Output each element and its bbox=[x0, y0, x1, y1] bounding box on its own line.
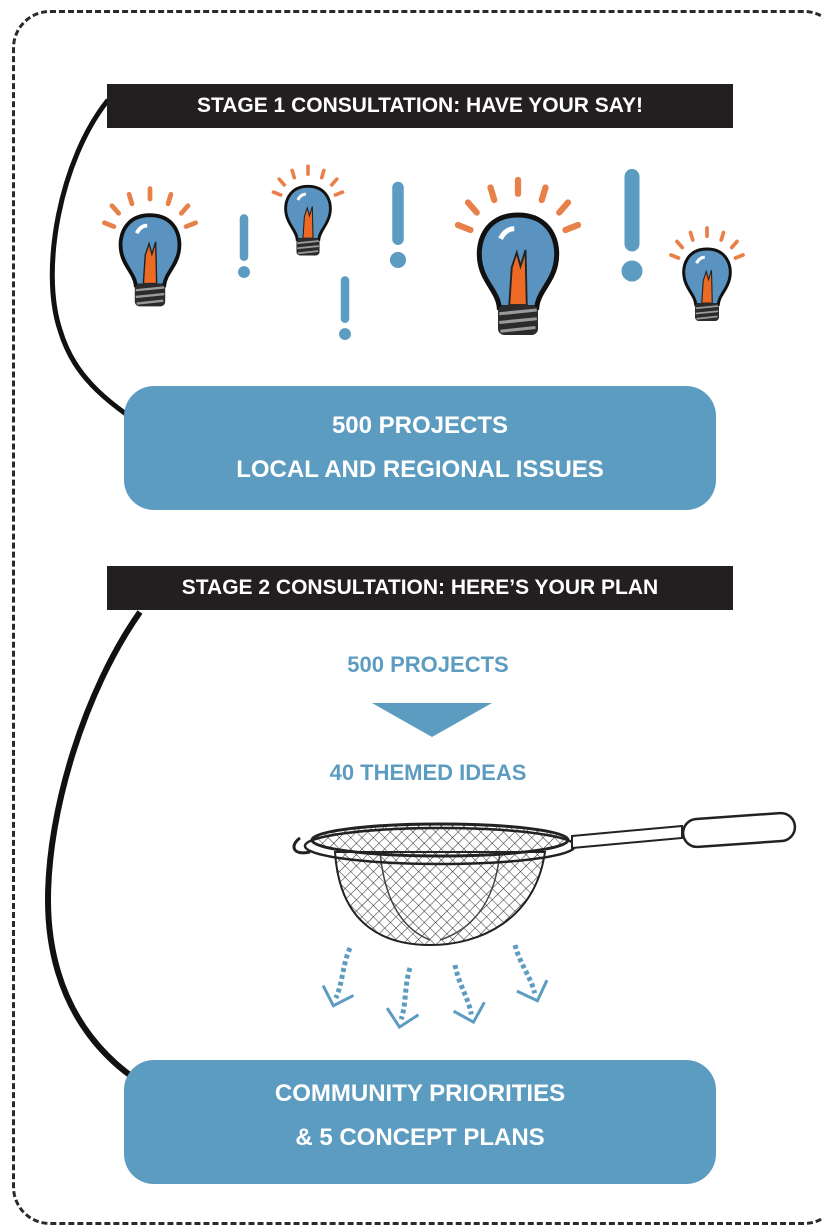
stage1-banner: STAGE 1 CONSULTATION: HAVE YOUR SAY! bbox=[107, 84, 733, 128]
down-arrow-icon-squiggle-3 bbox=[442, 960, 489, 1026]
stage1-result-box: 500 PROJECTS LOCAL AND REGIONAL ISSUES bbox=[124, 386, 716, 510]
down-arrow-icon bbox=[372, 703, 492, 737]
themed-ideas-label: 40 THEMED IDEAS bbox=[329, 760, 527, 785]
down-arrow-icon-squiggle-1 bbox=[318, 944, 367, 1011]
stage2-box-line2: & 5 CONCEPT PLANS bbox=[295, 1124, 545, 1151]
stage1-box-line2: LOCAL AND REGIONAL ISSUES bbox=[236, 456, 604, 483]
down-arrow-icon-squiggle-4 bbox=[502, 939, 553, 1006]
lightbulb-icon-4 bbox=[669, 226, 745, 323]
exclamation-icon-1 bbox=[238, 214, 250, 279]
down-arrow-icon-squiggle-2 bbox=[384, 965, 428, 1030]
lightbulb-icon-1 bbox=[104, 189, 195, 309]
exclamation-icon-2 bbox=[389, 181, 407, 268]
stage2-banner: STAGE 2 CONSULTATION: HERE’S YOUR PLAN bbox=[107, 566, 733, 610]
projects-count-label: 500 PROJECTS bbox=[347, 652, 509, 677]
curved-arrow-icon-stage2 bbox=[44, 610, 240, 1134]
stage2-box-line1: COMMUNITY PRIORITIES bbox=[274, 1080, 566, 1107]
lightbulb-icon-3 bbox=[458, 180, 578, 335]
lightbulb-icon-2 bbox=[271, 164, 345, 257]
stage1-box-line1: 500 PROJECTS bbox=[331, 412, 509, 439]
sieve-icon bbox=[292, 811, 797, 947]
exclamation-icon-4 bbox=[621, 169, 643, 282]
stage2-result-box: COMMUNITY PRIORITIES & 5 CONCEPT PLANS bbox=[124, 1060, 716, 1184]
exclamation-icon-3 bbox=[339, 276, 351, 341]
